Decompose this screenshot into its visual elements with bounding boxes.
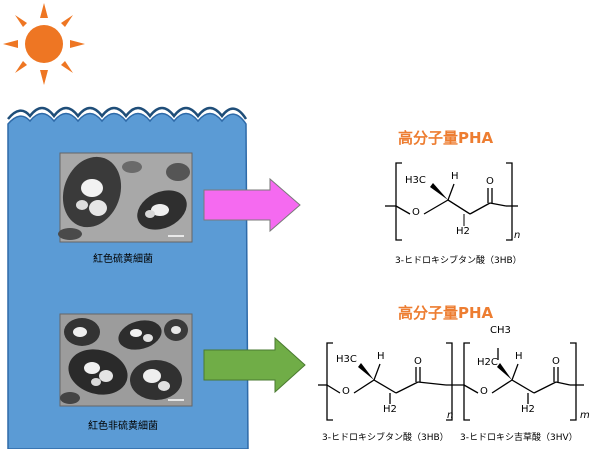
chem-h3c: H3C <box>336 354 357 365</box>
bacteria-label-bottom: 紅色非硫黄細菌 <box>88 421 158 432</box>
monomer-label-3hb: 3-ヒドロキシブタン酸（3HB） <box>322 433 449 443</box>
chem-o-left: O <box>342 386 350 397</box>
chem-h2c: H2C <box>477 357 498 368</box>
chem-o-carbonyl: O <box>552 356 560 367</box>
micrograph-bottom <box>59 313 193 407</box>
chem-h3c: H3C <box>405 175 426 186</box>
chem-o-carbonyl: O <box>414 356 422 367</box>
chem-h2: H2 <box>383 404 397 415</box>
chem-o-left: O <box>412 207 420 218</box>
chem-h: H <box>515 351 523 362</box>
repeat-m: m <box>580 410 590 421</box>
monomer-label-3hb: 3-ヒドロキシブタン酸（3HB） <box>395 256 522 266</box>
right-arrow-icon <box>203 336 306 394</box>
chem-o-carbonyl: O <box>486 176 494 187</box>
micrograph-top <box>58 152 193 243</box>
repeat-n: n <box>447 410 454 421</box>
polymer-title-top: 高分子量PHA <box>398 129 494 147</box>
polymer-title-bottom: 高分子量PHA <box>398 304 494 322</box>
chem-h2: H2 <box>456 226 470 237</box>
chem-h: H <box>451 171 459 182</box>
chem-h: H <box>377 351 385 362</box>
chem-ch3: CH3 <box>490 325 511 336</box>
repeat-n: n <box>514 230 521 241</box>
right-arrow-icon <box>203 177 301 233</box>
sun-icon <box>3 3 85 85</box>
monomer-label-3hv: 3-ヒドロキシ吉草酸（3HV） <box>460 433 578 443</box>
bacteria-label-top: 紅色硫黄細菌 <box>93 254 153 265</box>
chem-o-left: O <box>480 386 488 397</box>
wave-line <box>7 106 248 120</box>
molecule-structure <box>385 162 518 241</box>
molecule-structure <box>318 342 584 421</box>
chem-h2: H2 <box>521 404 535 415</box>
